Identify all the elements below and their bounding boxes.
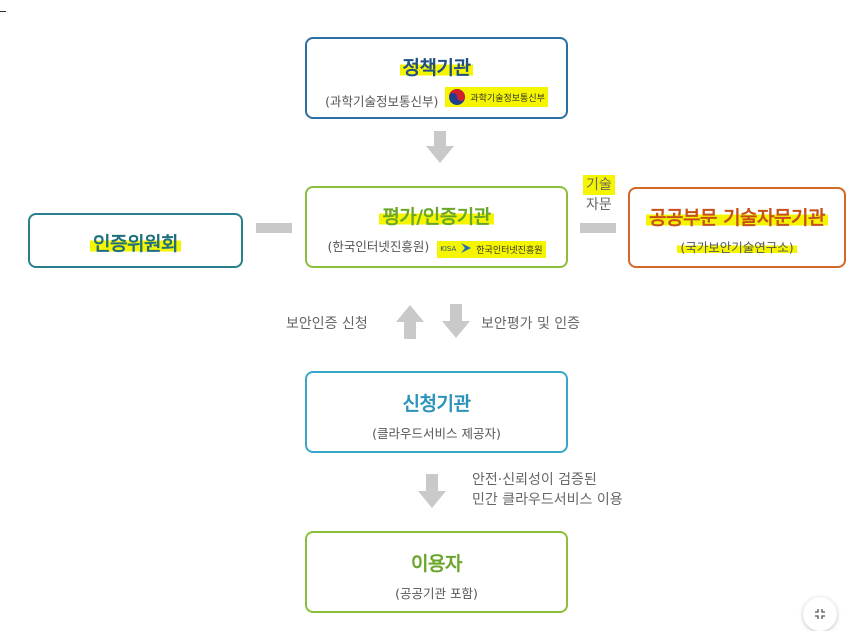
- eval-agency-sub: (한국인터넷진흥원): [327, 239, 430, 254]
- connector-line: [256, 223, 292, 233]
- advisory-link-label-line2: 자문: [586, 197, 612, 213]
- policy-agency-sub-row: (과학기술정보통신부) 과학기술정보통신부: [307, 87, 566, 110]
- user-sub: (공공기관 포함): [395, 586, 478, 601]
- use-label-line2: 민간 클라우드서비스 이용: [472, 492, 623, 508]
- advisory-agency-sub: (국가보안기술연구소): [630, 237, 844, 256]
- policy-agency-box: 정책기관 (과학기술정보통신부) 과학기술정보통신부: [305, 37, 568, 119]
- cert-committee-box: 인증위원회: [28, 213, 243, 268]
- advisory-agency-title: 공공부문 기술자문기관: [630, 203, 844, 230]
- apply-label: 보안인증 신청: [286, 316, 368, 332]
- advisory-link-label: 기술 자문: [583, 175, 615, 215]
- kisa-logo-prefix: KISA: [440, 245, 457, 253]
- eval-agency-box: 평가/인증기관 (한국인터넷진흥원) KISA 한국인터넷진흥원: [305, 186, 568, 268]
- msit-logo: 과학기술정보통신부: [445, 87, 548, 107]
- cert-committee-title: 인증위원회: [30, 229, 241, 256]
- kisa-logo-text: 한국인터넷진흥원: [476, 245, 543, 256]
- user-box: 이용자 (공공기관 포함): [305, 531, 568, 613]
- down-arrow-icon: [442, 304, 470, 338]
- advisory-agency-box: 공공부문 기술자문기관 (국가보안기술연구소): [628, 187, 846, 268]
- kisa-mark-icon: [460, 242, 472, 257]
- kisa-logo: KISA 한국인터넷진흥원: [437, 240, 546, 258]
- eval-agency-title: 평가/인증기관: [307, 202, 566, 229]
- taegeuk-icon: [448, 88, 466, 106]
- collapse-icon: [815, 609, 825, 619]
- down-arrow-icon: [418, 474, 446, 508]
- connector-line: [580, 223, 616, 233]
- evaluate-label: 보안평가 및 인증: [481, 316, 581, 332]
- policy-agency-sub: (과학기술정보통신부): [325, 94, 439, 109]
- eval-agency-sub-row: (한국인터넷진흥원) KISA 한국인터넷진흥원: [307, 236, 566, 258]
- applicant-title: 신청기관: [402, 393, 471, 415]
- down-arrow-icon: [426, 131, 454, 163]
- collapse-button[interactable]: [803, 597, 837, 631]
- applicant-box: 신청기관 (클라우드서비스 제공자): [305, 371, 568, 453]
- corner-mark: [0, 11, 6, 12]
- advisory-link-label-line1: 기술: [583, 175, 615, 195]
- user-title: 이용자: [411, 553, 462, 575]
- msit-logo-text: 과학기술정보통신부: [470, 93, 545, 104]
- applicant-sub: (클라우드서비스 제공자): [372, 426, 501, 441]
- use-label: 안전·신뢰성이 검증된 민간 클라우드서비스 이용: [472, 470, 623, 510]
- use-label-line1: 안전·신뢰성이 검증된: [472, 472, 597, 488]
- up-arrow-icon: [396, 305, 424, 339]
- policy-agency-title: 정책기관: [307, 53, 566, 80]
